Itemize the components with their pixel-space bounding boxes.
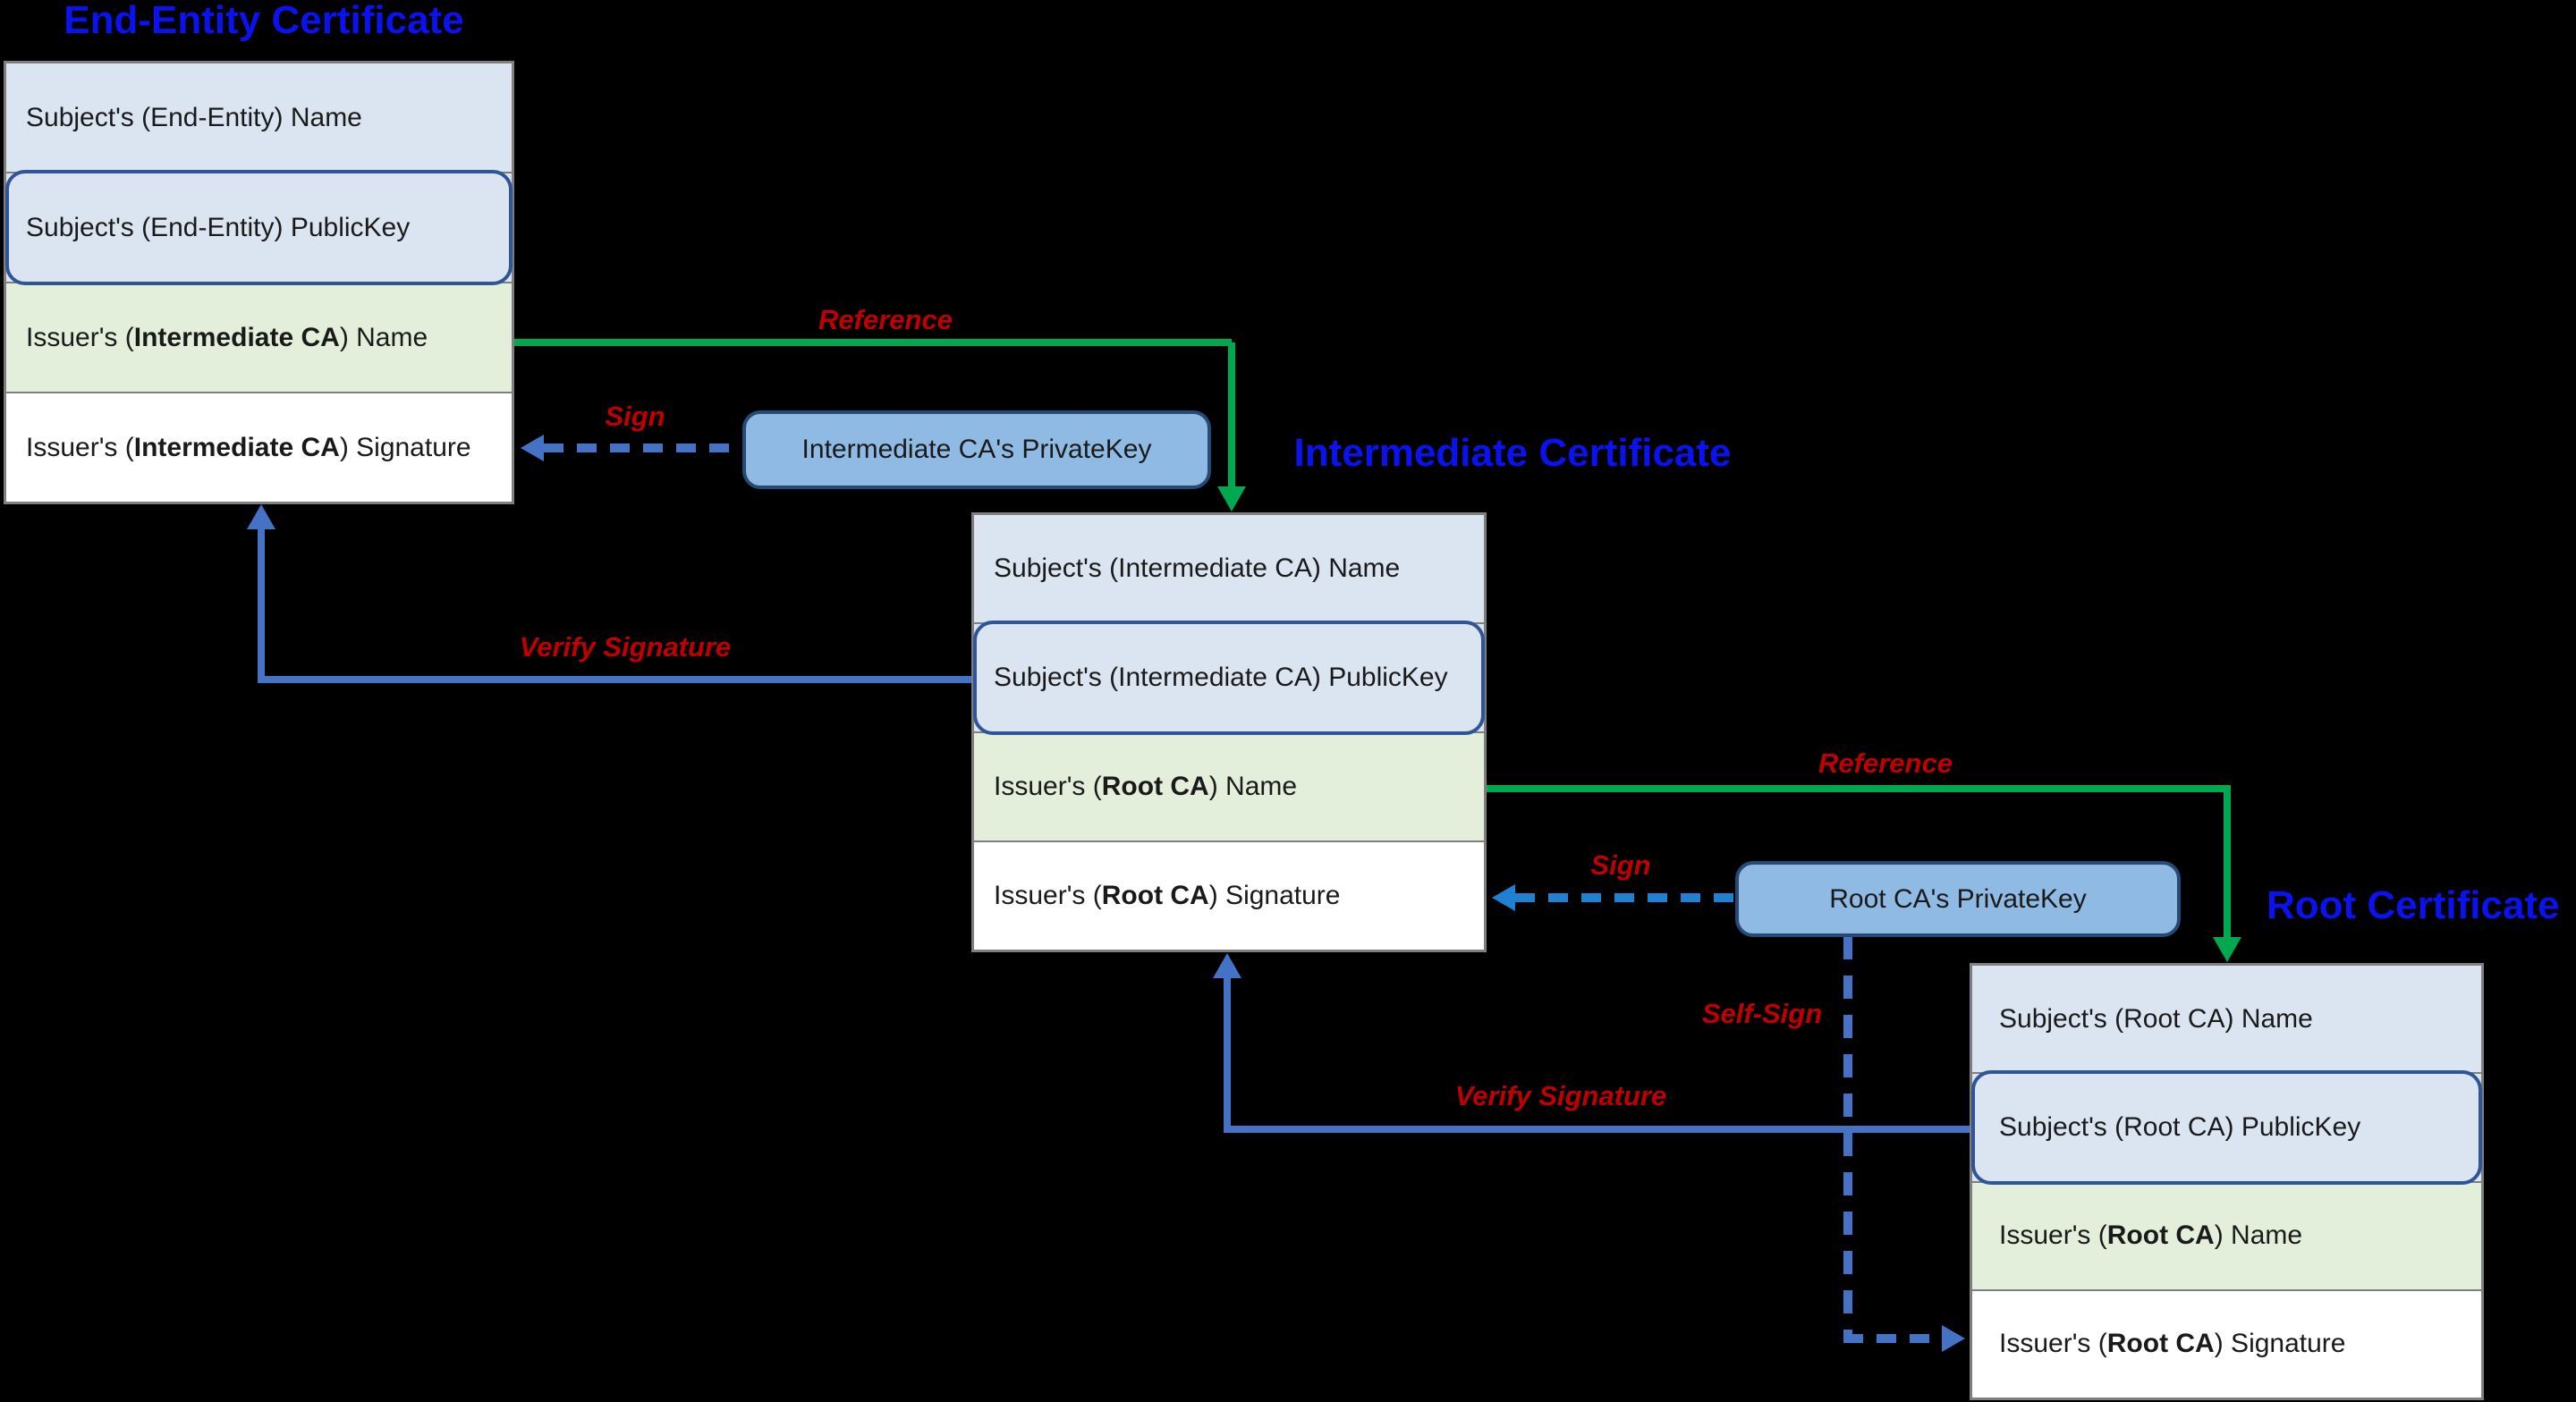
sign-arrow-2-arrowhead-icon [1492, 884, 1515, 911]
row-text: Issuer's ( [26, 322, 134, 352]
row-text: Subject's (Root CA) PublicKey [1999, 1111, 2361, 1142]
row-text-bold: Intermediate CA [133, 432, 340, 462]
sign-label-2: Sign [1590, 849, 1651, 881]
end-entity-issuer-signature-row: Issuer's (Intermediate CA) Signature [6, 392, 512, 502]
end-entity-certificate-title: End-Entity Certificate [64, 0, 464, 42]
end-entity-subject-publickey-row: Subject's (End-Entity) PublicKey [5, 170, 513, 285]
reference-label-2: Reference [1818, 747, 1953, 779]
reference-arrow-2-horizontal [1487, 785, 2231, 792]
root-certificate-title: Root Certificate [2267, 883, 2560, 927]
verify-signature-label-2: Verify Signature [1454, 1080, 1667, 1111]
intermediate-certificate-title: Intermediate Certificate [1293, 431, 1732, 475]
end-entity-certificate-box: Subject's (End-Entity) Name Subject's (E… [4, 61, 514, 504]
verify-arrow-2-arrowhead-icon [1213, 953, 1241, 978]
row-text: Issuer's ( [26, 432, 134, 462]
row-text: Subject's (Intermediate CA) Name [994, 553, 1401, 583]
row-text: Subject's (End-Entity) PublicKey [26, 212, 411, 242]
reference-arrow-2-vertical [2224, 789, 2231, 939]
row-text-bold: Root CA [1101, 881, 1209, 910]
row-text: ) Name [2214, 1220, 2303, 1251]
intermediate-subject-name-row: Subject's (Intermediate CA) Name [974, 515, 1484, 622]
row-text: Issuer's ( [1999, 1220, 2107, 1251]
root-subject-name-row: Subject's (Root CA) Name [1972, 966, 2481, 1073]
self-sign-arrow-horizontal-dashes [1843, 1334, 1942, 1343]
verify-arrow-1-vertical [258, 529, 265, 683]
end-entity-subject-name-row: Subject's (End-Entity) Name [6, 63, 512, 172]
row-text-bold: Intermediate CA [133, 322, 340, 352]
sign-arrow-2-dashes [1515, 893, 1735, 902]
reference-label-1: Reference [818, 304, 953, 335]
verify-signature-label-1: Verify Signature [519, 631, 732, 663]
intermediate-subject-publickey-row: Subject's (Intermediate CA) PublicKey [973, 621, 1485, 735]
privatekey-label: Root CA's PrivateKey [1829, 883, 2087, 914]
row-text-bold: Root CA [1101, 772, 1209, 801]
row-text: ) Name [339, 322, 428, 352]
sign-label-1: Sign [605, 401, 665, 432]
row-text: ) Signature [1208, 881, 1341, 910]
reference-arrow-1-arrowhead-icon [1217, 486, 1246, 511]
intermediate-certificate-box: Subject's (Intermediate CA) Name Subject… [971, 512, 1487, 952]
row-text: ) Signature [2214, 1329, 2346, 1359]
verify-arrow-2-horizontal [1227, 1126, 1970, 1133]
verify-arrow-2-vertical [1224, 978, 1231, 1133]
self-sign-label: Self-Sign [1701, 998, 1823, 1029]
row-text-bold: Root CA [2106, 1220, 2215, 1251]
row-text: Subject's (Intermediate CA) PublicKey [994, 663, 1448, 692]
intermediate-issuer-name-row: Issuer's (Root CA) Name [974, 731, 1484, 840]
verify-arrow-1-horizontal [261, 676, 971, 683]
privatekey-label: Intermediate CA's PrivateKey [801, 435, 1152, 464]
row-text: Subject's (Root CA) Name [1999, 1003, 2313, 1034]
row-text: ) Name [1208, 772, 1298, 801]
reference-arrow-1-vertical [1228, 342, 1235, 488]
reference-arrow-2-arrowhead-icon [2213, 937, 2241, 962]
root-certificate-box: Subject's (Root CA) Name Subject's (Root… [1970, 963, 2484, 1400]
reference-arrow-1-horizontal [514, 339, 1232, 346]
end-entity-issuer-name-row: Issuer's (Intermediate CA) Name [6, 282, 512, 392]
self-sign-arrow-vertical-dashes [1843, 936, 1852, 1339]
row-text: Issuer's ( [1999, 1329, 2107, 1359]
root-issuer-signature-row: Issuer's (Root CA) Signature [1972, 1288, 2481, 1398]
row-text-bold: Root CA [2106, 1329, 2215, 1359]
row-text: ) Signature [339, 432, 471, 462]
root-ca-privatekey-box: Root CA's PrivateKey [1735, 861, 2181, 937]
row-text: Subject's (End-Entity) Name [26, 102, 362, 132]
sign-arrow-1-arrowhead-icon [521, 435, 544, 461]
row-text: Issuer's ( [994, 881, 1102, 910]
root-subject-publickey-row: Subject's (Root CA) PublicKey [1971, 1070, 2482, 1185]
intermediate-issuer-signature-row: Issuer's (Root CA) Signature [974, 840, 1484, 950]
sign-arrow-1-dashes [544, 443, 742, 452]
self-sign-arrow-arrowhead-icon [1942, 1325, 1965, 1352]
intermediate-ca-privatekey-box: Intermediate CA's PrivateKey [742, 410, 1211, 489]
row-text: Issuer's ( [994, 772, 1102, 801]
root-issuer-name-row: Issuer's (Root CA) Name [1972, 1180, 2481, 1289]
verify-arrow-1-arrowhead-icon [247, 504, 275, 529]
